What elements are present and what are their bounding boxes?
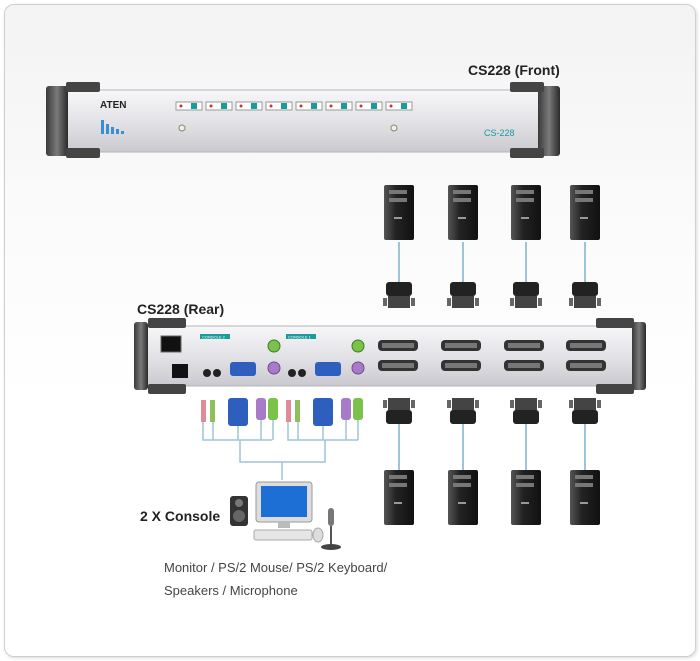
front-right-bracket xyxy=(538,86,560,156)
computer-tower-bottom-3 xyxy=(511,470,541,525)
aten-logo-mark xyxy=(101,120,124,134)
microphone-icon xyxy=(321,508,341,550)
ps2-keyboard-port xyxy=(351,339,365,353)
rear-title: CS228 (Rear) xyxy=(137,301,225,317)
vga-port xyxy=(315,362,341,376)
front-model-label: CS-228 xyxy=(484,128,515,138)
console-2-label: CONSOLE 2 xyxy=(202,335,226,340)
computer-tower-top-4 xyxy=(570,185,600,240)
keyboard-icon xyxy=(253,529,313,541)
console-cables xyxy=(202,420,359,480)
console-title: 2 X Console xyxy=(140,508,221,524)
mouse-icon xyxy=(312,527,324,543)
console-1-tag xyxy=(286,334,316,339)
power-switch xyxy=(160,335,182,353)
console-description-line-1: Monitor / PS/2 Mouse/ PS/2 Keyboard/ xyxy=(164,560,388,575)
computer-tower-bottom-1 xyxy=(384,470,414,525)
front-brand-label: ATEN xyxy=(100,100,126,111)
computer-tower-bottom-2 xyxy=(448,470,478,525)
top-db-connectors xyxy=(383,282,601,308)
ps2-mouse-port xyxy=(351,361,365,375)
top-cables xyxy=(398,242,586,282)
speaker-icon xyxy=(230,496,248,526)
computer-tower-bottom-4 xyxy=(570,470,600,525)
computer-tower-top-2 xyxy=(448,185,478,240)
console-2-tag xyxy=(200,334,230,339)
top-computers xyxy=(384,185,600,240)
audio-port xyxy=(298,369,306,377)
audio-port xyxy=(203,369,211,377)
rear-unit: CONSOLE 2 CONSOLE 1 xyxy=(134,318,646,394)
vga-port xyxy=(230,362,256,376)
front-led-right xyxy=(390,124,398,132)
front-title: CS228 (Front) xyxy=(468,62,560,78)
power-jack xyxy=(172,364,188,378)
front-led-left xyxy=(178,124,186,132)
computer-tower-top-3 xyxy=(511,185,541,240)
bottom-cables xyxy=(398,424,586,470)
console-cable-plugs xyxy=(201,398,363,426)
bottom-db-connectors xyxy=(383,398,601,424)
console-set xyxy=(230,481,341,550)
audio-port xyxy=(213,369,221,377)
ps2-keyboard-port xyxy=(267,339,281,353)
ps2-mouse-port xyxy=(267,361,281,375)
audio-port xyxy=(288,369,296,377)
console-description-line-2: Speakers / Microphone xyxy=(164,583,298,598)
bottom-computers xyxy=(384,470,600,525)
console-1-label: CONSOLE 1 xyxy=(288,335,312,340)
front-port-buttons xyxy=(175,101,413,111)
db25-ports xyxy=(378,340,606,371)
computer-tower-top-1 xyxy=(384,185,414,240)
front-left-bracket xyxy=(46,86,68,156)
front-unit: ATEN CS-228 xyxy=(46,82,560,158)
monitor-icon xyxy=(255,481,313,528)
